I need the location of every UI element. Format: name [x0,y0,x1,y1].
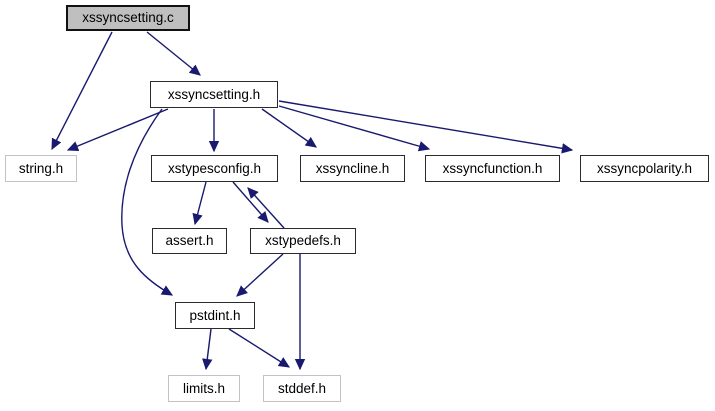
edge-xssyncsetting.h-to-xssyncpolarity.h [278,100,574,154]
edge-xssyncsetting.c-to-xssyncsetting.h [146,31,201,76]
edge-xssyncsetting.h-to-pstdint.h [121,108,174,296]
node-limits-h: limits.h [168,375,240,402]
edge-xstypedefs.h-to-xstypesconfig.h [247,187,285,229]
edge-xstypesconfig.h-to-xstypedefs.h [232,181,269,223]
edge-xstypedefs.h-to-pstdint.h [236,253,284,297]
node-assert-h[interactable]: assert.h [152,228,227,254]
edge-xssyncsetting.h-to-string.h [66,108,169,152]
edge-pstdint.h-to-stddef.h [228,328,291,368]
node-string-h: string.h [5,155,77,182]
node-xstypesconfig-h[interactable]: xstypesconfig.h [151,155,278,182]
node-xssyncsetting-c: xssyncsetting.c [66,5,190,31]
edge-xssyncsetting.h-to-xssyncline.h [261,108,317,148]
node-xssyncfunction-h[interactable]: xssyncfunction.h [425,155,560,182]
edge-xstypesconfig.h-to-assert.h [192,181,207,226]
node-xssyncsetting-h[interactable]: xssyncsetting.h [150,81,278,108]
node-stddef-h: stddef.h [263,375,341,402]
edge-xssyncsetting.h-to-xssyncfunction.h [278,105,431,152]
node-xstypedefs-h[interactable]: xstypedefs.h [250,228,356,254]
node-xssyncpolarity-h[interactable]: xssyncpolarity.h [580,155,709,182]
edge-xssyncsetting.c-to-string.h [51,31,113,151]
node-pstdint-h[interactable]: pstdint.h [175,302,255,329]
edge-pstdint.h-to-limits.h [202,328,213,371]
node-xssyncline-h[interactable]: xssyncline.h [300,155,405,182]
